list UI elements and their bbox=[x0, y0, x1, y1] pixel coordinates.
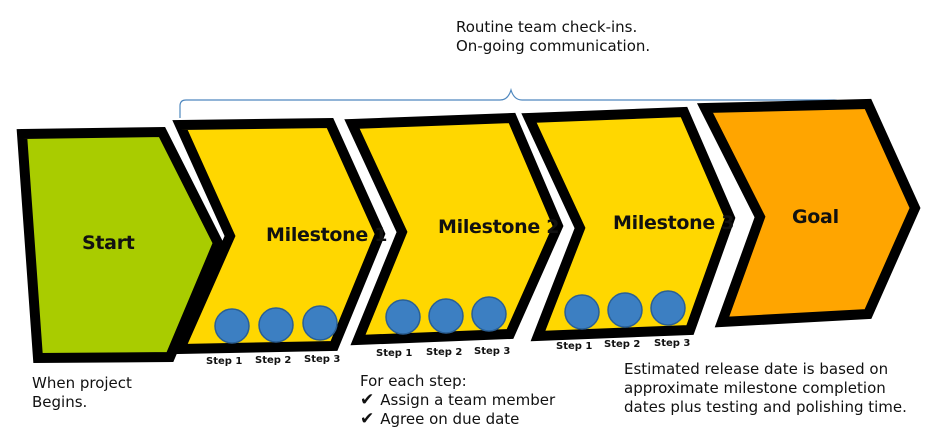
milestone-2-step-2-circle bbox=[428, 298, 464, 334]
header-note-line-1: Routine team check-ins. bbox=[456, 18, 638, 36]
goal-label: Goal bbox=[792, 206, 839, 228]
assign-member-text: Assign a team member bbox=[380, 391, 556, 409]
milestone-1-step-2-circle bbox=[258, 307, 294, 343]
release-note: Estimated release date is based on appro… bbox=[624, 360, 907, 417]
start-note-line-2: Begins. bbox=[32, 393, 88, 411]
milestone-2-step-1-label: Step 1 bbox=[376, 348, 413, 359]
start-chevron bbox=[16, 126, 224, 364]
milestone-3-chevron bbox=[521, 106, 736, 342]
step-instructions-title: For each step: bbox=[360, 372, 467, 390]
agree-date-item: ✔ Agree on due date bbox=[360, 410, 555, 429]
milestone-1-step-1-circle bbox=[214, 308, 250, 344]
milestone-3-step-3-label: Step 3 bbox=[654, 338, 691, 349]
milestone-2-step-2-label: Step 2 bbox=[426, 347, 463, 358]
milestone-2-step-3-label: Step 3 bbox=[474, 346, 511, 357]
milestone-1-label: Milestone 1 bbox=[266, 224, 388, 246]
milestone-3-step-1-circle bbox=[564, 294, 600, 330]
start-note: When project Begins. bbox=[32, 374, 132, 412]
release-note-line-3: dates plus testing and polishing time. bbox=[624, 398, 907, 416]
milestone-2-chevron bbox=[344, 112, 564, 346]
milestone-1-step-3-circle bbox=[302, 305, 338, 341]
milestone-2-label: Milestone 2 bbox=[438, 216, 560, 238]
milestone-1-chevron bbox=[172, 117, 386, 355]
milestone-3-step-2-circle bbox=[607, 292, 643, 328]
assign-member-item: ✔ Assign a team member bbox=[360, 391, 555, 410]
milestone-1-step-1-label: Step 1 bbox=[206, 356, 243, 367]
release-note-line-2: approximate milestone completion bbox=[624, 379, 886, 397]
start-note-line-1: When project bbox=[32, 374, 132, 392]
milestone-2-step-1-circle bbox=[385, 299, 421, 335]
step-instructions: For each step: ✔ Assign a team member ✔ … bbox=[360, 372, 555, 429]
milestone-3-step-2-label: Step 2 bbox=[604, 339, 641, 350]
header-note-line-2: On-going communication. bbox=[456, 37, 651, 55]
milestone-3-step-3-circle bbox=[650, 290, 686, 326]
milestone-3-step-1-label: Step 1 bbox=[556, 341, 593, 352]
start-label: Start bbox=[82, 232, 135, 254]
milestone-1-step-2-label: Step 2 bbox=[255, 355, 292, 366]
milestone-3-label: Milestone 3 bbox=[613, 212, 735, 234]
release-note-line-1: Estimated release date is based on bbox=[624, 360, 889, 378]
check-icon: ✔ bbox=[360, 409, 375, 429]
agree-date-text: Agree on due date bbox=[380, 410, 520, 428]
milestone-2-step-3-circle bbox=[471, 296, 507, 332]
check-icon: ✔ bbox=[360, 390, 375, 410]
milestone-1-step-3-label: Step 3 bbox=[304, 354, 341, 365]
goal-chevron bbox=[696, 98, 921, 328]
header-note: Routine team check-ins. On-going communi… bbox=[456, 18, 650, 56]
